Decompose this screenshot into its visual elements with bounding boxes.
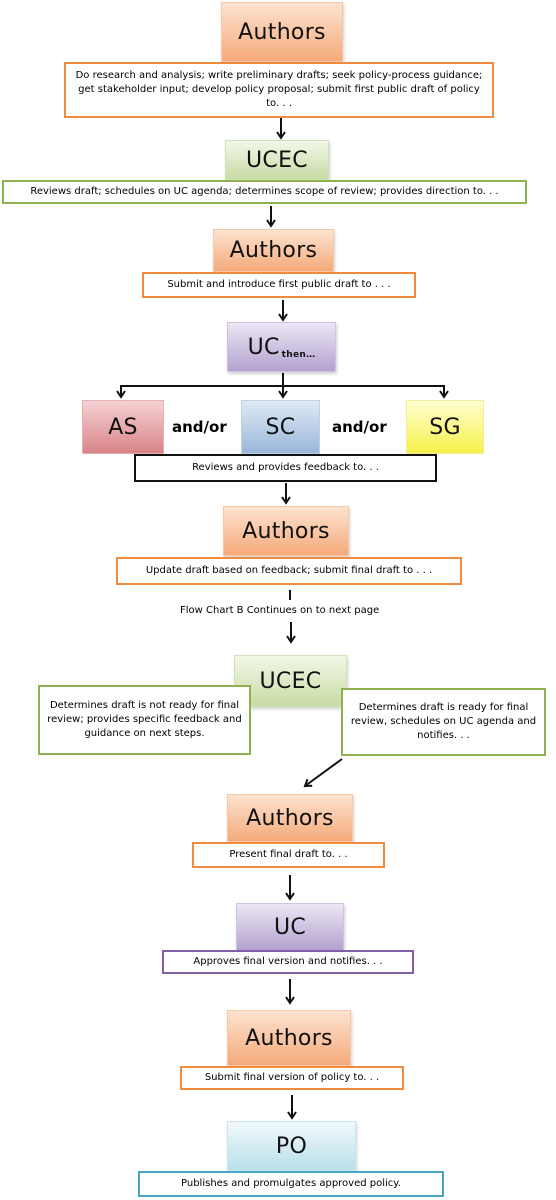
ucec-ready-box: Determines draft is ready for final revi… [341, 688, 546, 756]
ucec-node-1: UCEC [225, 140, 329, 180]
sg-node: SG [406, 400, 484, 454]
po-task: Publishes and promulgates approved polic… [138, 1171, 444, 1197]
authors-node-4: Authors [227, 794, 353, 842]
authors-node-4-label: Authors [246, 805, 334, 831]
ucec-ready-text: Determines draft is ready for final revi… [350, 702, 537, 741]
authors-node-1-label: Authors [238, 19, 326, 45]
authors-task-4-text: Present final draft to. . . [229, 849, 348, 860]
arrow-7 [303, 758, 343, 788]
authors-task-5: Submit final version of policy to. . . [180, 1066, 404, 1090]
authors-task-3-text: Update draft based on feedback; submit f… [145, 565, 433, 576]
sg-node-label: SG [429, 414, 461, 440]
ucec-task-1: Reviews draft; schedules on UC agenda; d… [2, 180, 527, 204]
uc-node-2-label: UC [273, 914, 307, 940]
authors-task-4: Present final draft to. . . [192, 842, 385, 868]
sc-node: SC [241, 400, 320, 454]
po-node-label: PO [275, 1133, 308, 1159]
authors-node-5: Authors [227, 1010, 351, 1066]
uc-node-1-sub: then… [281, 350, 316, 360]
authors-node-3: Authors [223, 506, 349, 556]
continue-note: Flow Chart B Continues on to next page [180, 605, 380, 616]
authors-task-1-text: Do research and analysis; write prelimin… [75, 70, 483, 109]
uc-task-2-text: Approves final version and notifies. . . [193, 956, 383, 967]
authors-task-3: Update draft based on feedback; submit f… [116, 557, 462, 585]
reviewers-task-text: Reviews and provides feedback to. . . [192, 462, 379, 473]
authors-node-2: Authors [213, 229, 334, 272]
authors-node-5-label: Authors [245, 1025, 333, 1051]
ucec-node-2-label: UCEC [259, 668, 322, 694]
authors-task-2: Submit and introduce first public draft … [142, 272, 416, 298]
ucec-not-ready-text: Determines draft is not ready for final … [47, 700, 242, 739]
as-node: AS [82, 400, 164, 454]
uc-node-1: UC then… [227, 322, 336, 372]
authors-node-1: Authors [221, 2, 343, 62]
authors-task-1: Do research and analysis; write prelimin… [64, 62, 494, 118]
uc-node-1-label: UC [247, 334, 280, 360]
po-node: PO [227, 1121, 356, 1171]
ucec-node-2: UCEC [234, 655, 347, 707]
authors-node-3-label: Authors [242, 518, 330, 544]
ucec-not-ready-box: Determines draft is not ready for final … [38, 685, 251, 755]
reviewers-task: Reviews and provides feedback to. . . [134, 454, 437, 482]
ucec-node-1-label: UCEC [246, 147, 308, 173]
po-task-text: Publishes and promulgates approved polic… [181, 1178, 401, 1189]
andor-label-2: and/or [332, 418, 387, 436]
authors-task-2-text: Submit and introduce first public draft … [167, 279, 391, 290]
sc-node-label: SC [265, 414, 296, 440]
authors-task-5-text: Submit final version of policy to. . . [204, 1072, 380, 1083]
as-node-label: AS [108, 414, 138, 440]
uc-task-2: Approves final version and notifies. . . [162, 950, 414, 974]
uc-node-2: UC [236, 903, 344, 951]
andor-label-1: and/or [172, 418, 227, 436]
ucec-task-1-text: Reviews draft; schedules on UC agenda; d… [30, 186, 499, 197]
authors-node-2-label: Authors [229, 238, 318, 263]
